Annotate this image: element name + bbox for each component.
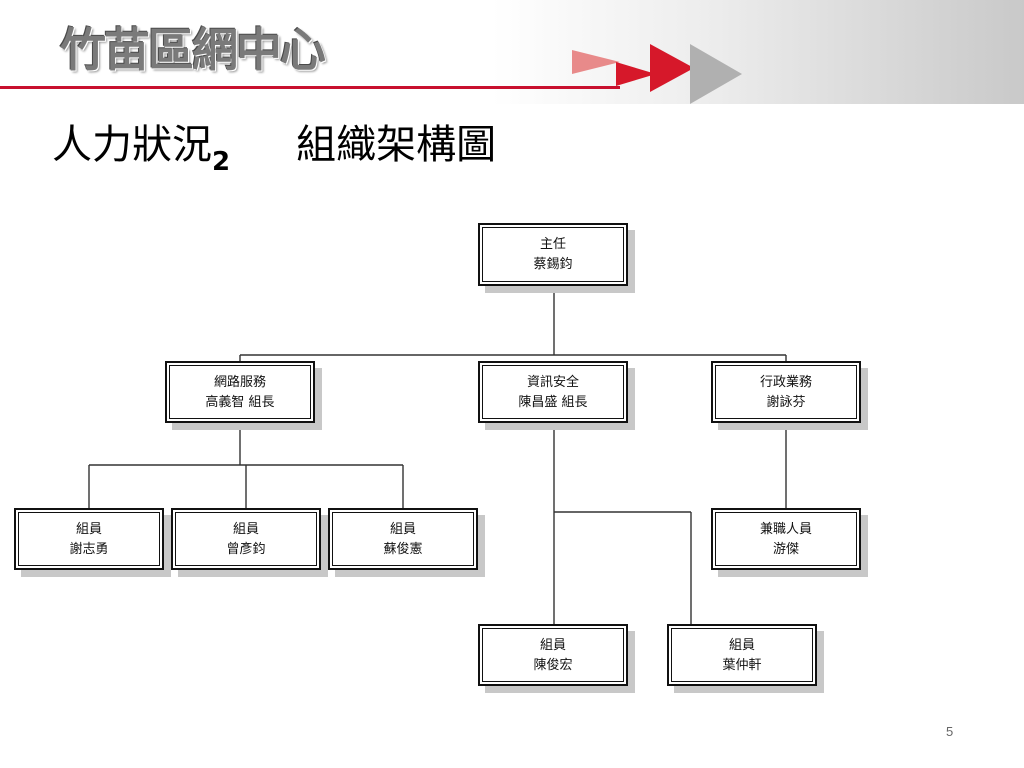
org-box-director: 主任 蔡錫鈞: [478, 223, 628, 286]
org-box-net-member-2: 組員 曾彥鈞: [171, 508, 321, 570]
org-box-name: 高義智 組長: [205, 395, 275, 410]
title-right: 組織架構圖: [296, 122, 497, 168]
org-box-title: 行政業務: [759, 375, 812, 390]
org-box-name: 葉仲軒: [722, 658, 762, 673]
page-number: 5: [946, 724, 954, 739]
logo: 竹苗區網中心: [60, 23, 326, 77]
org-box-net-member-1: 組員 謝志勇: [14, 508, 164, 570]
arrow-light: [572, 50, 620, 74]
arrow-gray: [690, 44, 742, 104]
org-box-name: 游傑: [772, 542, 799, 557]
org-box-sec-member-1: 組員 陳俊宏: [478, 624, 628, 686]
org-box-title: 組員: [75, 522, 102, 537]
org-box-name: 曾彥鈞: [226, 542, 266, 557]
org-box-name: 蘇俊憲: [383, 542, 423, 557]
header-banner: 竹苗區網中心: [0, 0, 1024, 104]
org-box-title: 網路服務: [213, 375, 266, 390]
org-box-network: 網路服務 高義智 組長: [165, 361, 315, 423]
org-box-name: 謝詠芬: [766, 395, 806, 410]
org-box-title: 資訊安全: [526, 375, 579, 390]
org-box-net-member-3: 組員 蘇俊憲: [328, 508, 478, 570]
org-box-name: 蔡錫鈞: [533, 257, 573, 272]
arrows-icon: [572, 44, 742, 104]
org-box-name: 陳俊宏: [533, 658, 573, 673]
org-box-admin-member: 兼職人員 游傑: [711, 508, 861, 570]
org-box-security: 資訊安全 陳昌盛 組長: [478, 361, 628, 423]
org-box-title: 組員: [389, 522, 416, 537]
page-title: 人力狀況2 組織架構圖: [52, 112, 497, 177]
title-subscript: 2: [212, 147, 231, 177]
arrow-red-1: [616, 62, 656, 86]
org-box-title: 組員: [539, 638, 566, 653]
org-box-sec-member-2: 組員 葉仲軒: [667, 624, 817, 686]
header-red-line: [0, 86, 620, 89]
org-box-title: 兼職人員: [759, 522, 812, 537]
org-box-name: 謝志勇: [69, 542, 109, 557]
arrow-red-2: [650, 44, 694, 92]
title-main: 人力狀況: [52, 122, 212, 168]
org-box-title: 主任: [539, 237, 566, 252]
org-box-admin: 行政業務 謝詠芬: [711, 361, 861, 423]
org-box-title: 組員: [728, 638, 755, 653]
org-box-title: 組員: [232, 522, 259, 537]
org-box-name: 陳昌盛 組長: [518, 395, 588, 410]
